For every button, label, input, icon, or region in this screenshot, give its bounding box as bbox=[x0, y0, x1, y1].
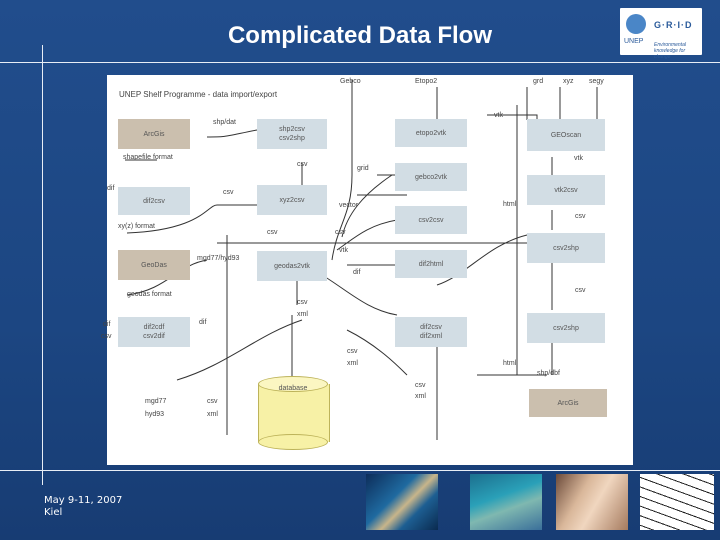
database-cylinder-bottom bbox=[258, 434, 328, 450]
footer-location: Kiel bbox=[44, 507, 63, 518]
database-cylinder-top bbox=[258, 376, 328, 392]
label-segy: segy bbox=[589, 78, 604, 85]
label-geodas-format: geodas format bbox=[127, 291, 172, 298]
label-vtk-a: vtk bbox=[494, 112, 503, 119]
footer-date: May 9-11, 2007 bbox=[44, 495, 123, 506]
label-csv-d: csv bbox=[575, 213, 586, 220]
box-geoscan: GEOscan bbox=[527, 119, 605, 151]
label-html-b: html bbox=[503, 360, 517, 367]
label-csv-a: csv bbox=[297, 161, 308, 168]
thumbnail-seismic-profile bbox=[640, 474, 714, 530]
label-csv-mid1: csv bbox=[223, 189, 234, 196]
label-mgd77: mgd77 bbox=[145, 398, 167, 405]
label-xyz-format: xy(z) format bbox=[118, 223, 155, 230]
box-shp2csv: shp2csv csv2shp bbox=[257, 119, 327, 149]
box-dif2csv: dif2csv bbox=[118, 187, 190, 215]
label-html-a: html bbox=[503, 201, 517, 208]
thumbnail-seafloor-model bbox=[470, 474, 542, 530]
logo-grid-text: G·R·I·D bbox=[654, 20, 693, 30]
label-dif-left: dif bbox=[107, 185, 115, 192]
label-shapefile-format: shapefile format bbox=[123, 154, 173, 161]
horizontal-rule-top bbox=[0, 62, 720, 63]
box-csv2csv: csv2csv bbox=[395, 206, 467, 234]
label-grd: grd bbox=[533, 78, 544, 85]
label-csv-e: csv bbox=[297, 299, 308, 306]
label-hyd93: hyd93 bbox=[145, 411, 165, 418]
box-vtk2csv: vtk2csv bbox=[527, 175, 605, 205]
label-mgd: mgd77/hyd93 bbox=[197, 255, 240, 262]
label-dif-b: dif bbox=[353, 269, 361, 276]
slide-title: Complicated Data Flow bbox=[227, 22, 493, 49]
horizontal-rule-bottom bbox=[0, 470, 720, 471]
label-csv-g: csv bbox=[347, 348, 358, 355]
label-vtk-c: vtk bbox=[339, 247, 348, 254]
diagram-heading: UNEP Shelf Programme - data import/expor… bbox=[119, 90, 278, 99]
box-geodas: GeoDas bbox=[118, 250, 190, 280]
label-xml-a: xml bbox=[297, 311, 308, 318]
label-shpdat: shp/dat bbox=[213, 119, 236, 126]
label-xml-e: xml bbox=[207, 411, 218, 418]
data-flow-diagram: UNEP Shelf Programme - data import/expor… bbox=[101, 75, 633, 465]
label-vector: vector bbox=[339, 202, 359, 209]
box-arcgis-right: ArcGis bbox=[529, 389, 607, 417]
thumbnail-satellite-image bbox=[366, 474, 438, 530]
box-geodas2vtk: geodas2vtk bbox=[257, 251, 327, 281]
label-xml-c: xml bbox=[347, 360, 358, 367]
unep-grid-logo: UNEP G·R·I·D Environmental knowledge for… bbox=[620, 8, 702, 60]
vertical-rule bbox=[42, 45, 43, 485]
label-csv-i: csv bbox=[207, 398, 218, 405]
box-dif2html: dif2html bbox=[395, 250, 467, 278]
box-dif2csv-xml: dif2csv dif2xml bbox=[395, 317, 467, 347]
label-grid: grid bbox=[357, 165, 369, 172]
label-etopo2: Etopo2 bbox=[415, 78, 438, 85]
box-etopo2vtk: etopo2vtk bbox=[395, 119, 467, 147]
label-csv-c: csv bbox=[335, 229, 346, 236]
label-xyz: xyz bbox=[563, 78, 574, 85]
box-arcgis-left: ArcGis bbox=[118, 119, 190, 149]
database-label: database bbox=[278, 385, 308, 392]
label-xml-d: xml bbox=[415, 393, 426, 400]
footer-date-location: May 9-11, 2007 Kiel bbox=[44, 495, 122, 519]
label-csv-f: csv bbox=[575, 287, 586, 294]
database-cylinder-body bbox=[258, 384, 330, 442]
label-csv-b: csv bbox=[267, 229, 278, 236]
thumbnail-sediment-core bbox=[556, 474, 628, 530]
label-gebco: Gebco bbox=[340, 78, 361, 85]
box-xyz2csv: xyz2csv bbox=[257, 185, 327, 215]
globe-icon bbox=[626, 14, 646, 34]
box-csv2shp-a: csv2shp bbox=[527, 233, 605, 263]
logo-unep-text: UNEP bbox=[624, 38, 644, 45]
label-dif-left2: dif bbox=[103, 321, 111, 328]
label-shp-dbf: shp/dbf bbox=[537, 370, 560, 377]
box-csv2shp-b: csv2shp bbox=[527, 313, 605, 343]
box-dif2cdf: dif2cdf csv2dif bbox=[118, 317, 190, 347]
label-csv-h: csv bbox=[415, 382, 426, 389]
label-csv-left2: csv bbox=[101, 333, 112, 340]
logo-tagline: Environmental knowledge for change bbox=[654, 42, 686, 60]
label-vtk-b: vtk bbox=[574, 155, 583, 162]
label-dif-mid: dif bbox=[199, 319, 207, 326]
box-gebco2vtk: gebco2vtk bbox=[395, 163, 467, 191]
